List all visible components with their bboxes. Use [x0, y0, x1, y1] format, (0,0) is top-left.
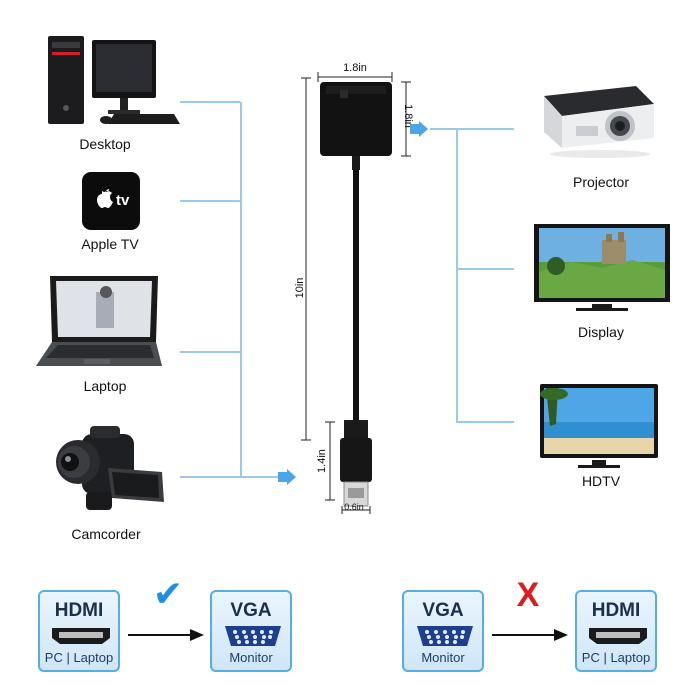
display-device [532, 222, 672, 314]
compat-to-title-2: HDMI [591, 600, 641, 621]
dim-adapter-width: 1.8in [343, 62, 367, 74]
dim-cable-length: 10in [294, 277, 306, 299]
dim-plug-width: 0.6in [344, 502, 364, 512]
compat-to-title-1: VGA [230, 600, 272, 621]
left-branch-camcorder [180, 476, 280, 478]
laptop-device [32, 270, 164, 370]
compat-arrow-1 [128, 629, 204, 641]
camcorder-image [56, 426, 164, 510]
adapter-device [300, 60, 420, 530]
camcorder-device [46, 420, 170, 516]
compat-from-title-1: HDMI [54, 600, 104, 621]
source-label-laptop: Laptop [83, 378, 127, 394]
apple-tv-device: tv [80, 170, 142, 232]
left-branch-laptop [180, 351, 240, 353]
output-arrow-icon [410, 121, 428, 137]
compat-from-title-2: VGA [422, 600, 464, 621]
compat-from-card-1: HDMI PC | Laptop [38, 590, 120, 672]
compat-arrow-2 [492, 629, 568, 641]
output-label-display: Display [578, 324, 624, 340]
vga-port-icon [225, 626, 281, 646]
compat-from-sub-2: Monitor [421, 650, 465, 665]
laptop-image [36, 276, 162, 366]
right-branch-hdtv [456, 421, 514, 423]
compat-to-sub-1: Monitor [229, 650, 273, 665]
compat-mark-1: ✔ [152, 574, 184, 615]
compat-to-sub-2: PC | Laptop [581, 650, 651, 665]
desktop-device [44, 30, 184, 130]
left-branch-desktop [180, 101, 240, 103]
left-bus-line [240, 102, 242, 478]
source-label-camcorder: Camcorder [71, 526, 141, 542]
desktop-image [48, 36, 180, 124]
compat-mark-2: X [516, 576, 540, 614]
right-branch-display [456, 268, 514, 270]
left-branch-apple-tv [180, 200, 240, 202]
compat-from-sub-1: PC | Laptop [44, 650, 114, 665]
output-label-projector: Projector [572, 174, 630, 190]
compat-to-card-2: HDMI PC | Laptop [575, 590, 657, 672]
source-label-desktop: Desktop [79, 136, 131, 152]
hdtv-device [538, 382, 660, 470]
compat-to-card-1: VGA Monitor [210, 590, 292, 672]
vga-port-icon [417, 626, 473, 646]
input-arrow-icon [278, 469, 296, 485]
projector-device [536, 82, 658, 160]
display-image [534, 224, 670, 311]
right-branch-projector [430, 128, 514, 130]
hdtv-image [540, 384, 658, 468]
hdmi-port-icon [589, 628, 647, 644]
compat-from-card-2: VGA Monitor [402, 590, 484, 672]
source-label-apple-tv: Apple TV [81, 236, 139, 252]
output-label-hdtv: HDTV [581, 473, 621, 489]
projector-image [544, 86, 654, 158]
adapter-image [301, 72, 411, 514]
hdmi-port-icon [52, 628, 110, 644]
apple-tv-logo-text: tv [116, 192, 130, 209]
apple-logo-icon [97, 189, 113, 208]
dim-plug-length: 1.4in [316, 449, 328, 473]
right-bus-line [456, 128, 458, 422]
apple-tv-box [82, 172, 140, 230]
